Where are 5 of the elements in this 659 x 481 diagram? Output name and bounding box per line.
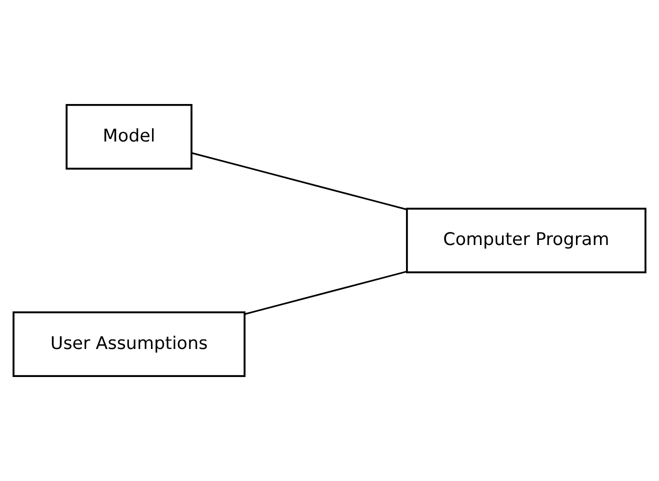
connector [244, 270, 408, 315]
node-box: Computer Program [406, 208, 646, 274]
connector [191, 152, 407, 210]
node-box: User Assumptions [12, 311, 246, 377]
node-box: Model [66, 104, 192, 170]
